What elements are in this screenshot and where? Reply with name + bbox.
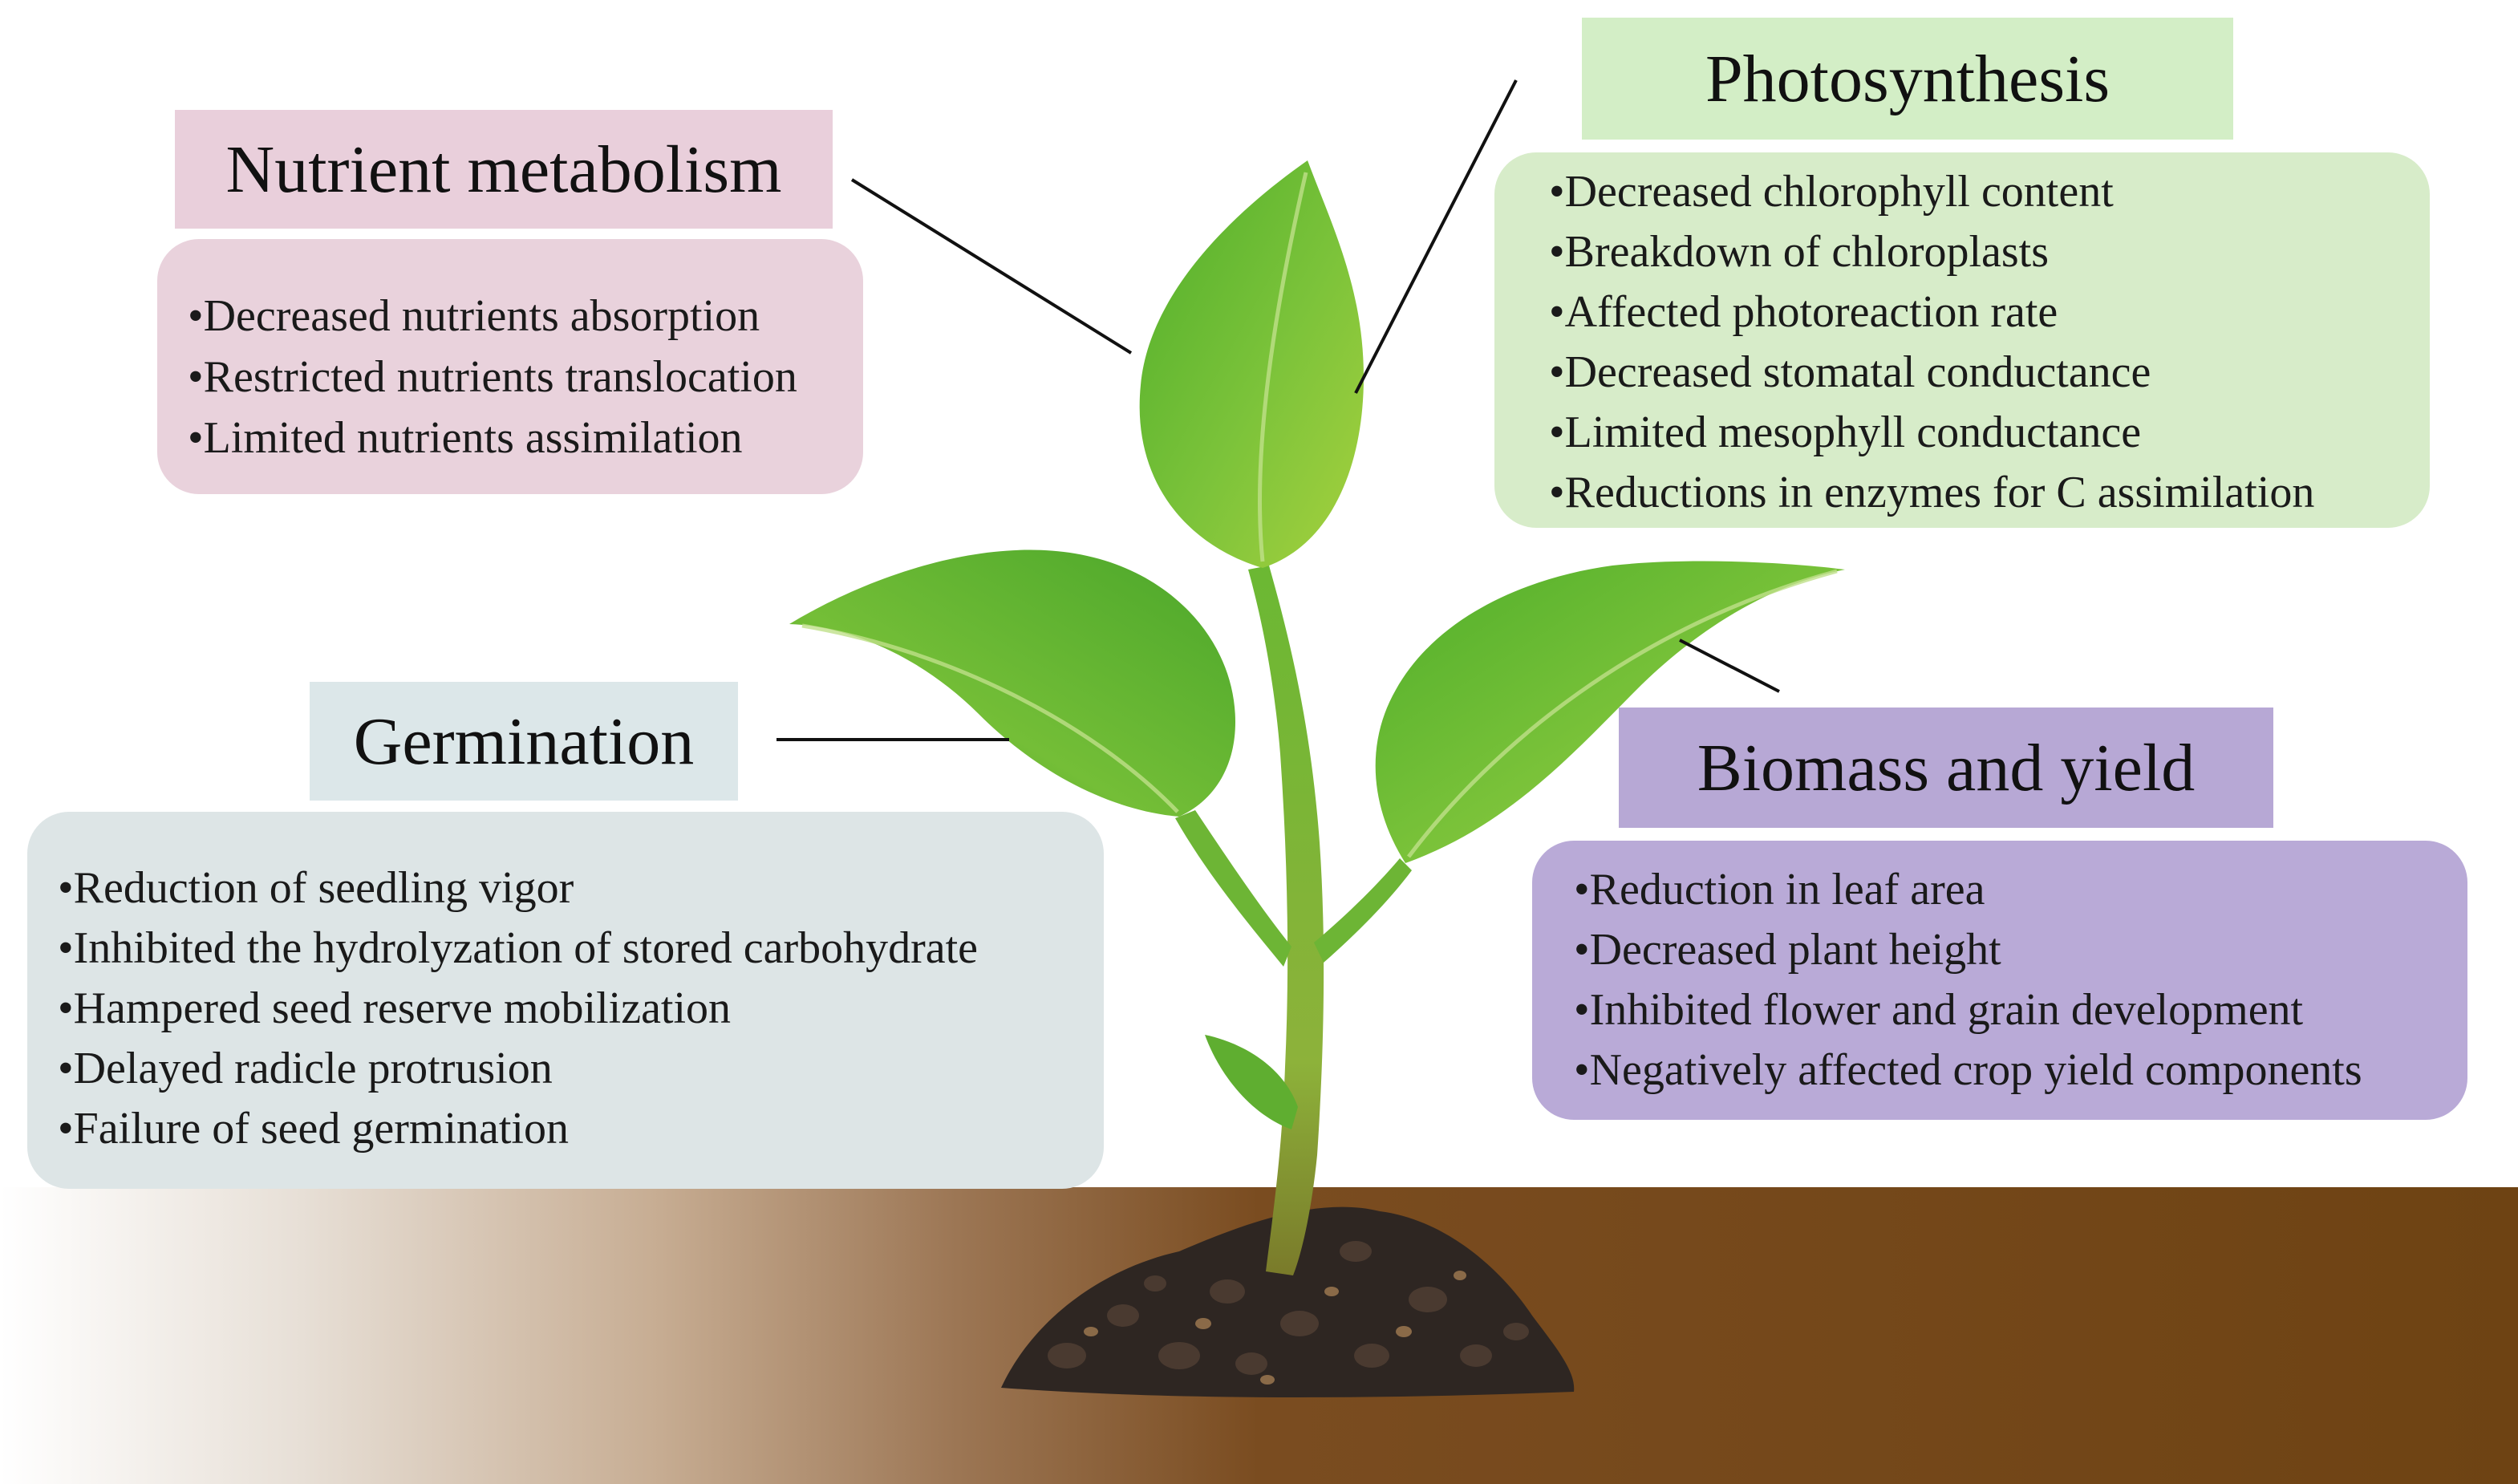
connector-biomass	[1679, 639, 1780, 693]
list-item: Breakdown of chloroplasts	[1549, 222, 2430, 282]
nutrient-metabolism-box: Decreased nutrients absorption Restricte…	[157, 239, 863, 494]
germination-title-text: Germination	[353, 703, 695, 779]
photosynthesis-list: Decreased chlorophyll content Breakdown …	[1549, 162, 2430, 523]
list-item: Inhibited the hydrolyzation of stored ca…	[58, 918, 1104, 979]
list-item: Decreased chlorophyll content	[1549, 162, 2430, 222]
soil-mound	[1001, 1206, 1575, 1397]
top-leaf	[1139, 160, 1364, 568]
photosynthesis-title: Photosynthesis	[1582, 18, 2233, 140]
germination-list: Reduction of seedling vigor Inhibited th…	[58, 858, 1104, 1159]
top-leaf-vein	[1257, 172, 1308, 562]
biomass-yield-box: Reduction in leaf area Decreased plant h…	[1532, 841, 2467, 1120]
list-item: Delayed radicle protrusion	[58, 1039, 1104, 1099]
list-item: Affected photoreaction rate	[1549, 282, 2430, 343]
list-item: Limited mesophyll conductance	[1549, 403, 2430, 463]
photosynthesis-box: Decreased chlorophyll content Breakdown …	[1494, 152, 2430, 528]
list-item: Negatively affected crop yield component…	[1574, 1040, 2467, 1101]
connector-nutrient	[850, 178, 1133, 355]
list-item: Failure of seed germination	[58, 1099, 1104, 1159]
list-item: Decreased plant height	[1574, 920, 2467, 980]
biomass-yield-list: Reduction in leaf area Decreased plant h…	[1574, 860, 2467, 1101]
small-leaf	[1205, 1035, 1298, 1129]
left-leaf	[789, 549, 1235, 817]
right-branch	[1314, 858, 1412, 963]
germination-title: Germination	[310, 682, 738, 801]
photosynthesis-title-text: Photosynthesis	[1705, 41, 2110, 116]
biomass-yield-title: Biomass and yield	[1619, 708, 2273, 828]
list-item: Reduction of seedling vigor	[58, 858, 1104, 918]
nutrient-metabolism-list: Decreased nutrients absorption Restricte…	[188, 286, 863, 468]
list-item: Reductions in enzymes for C assimilation	[1549, 463, 2430, 523]
list-item: Inhibited flower and grain development	[1574, 980, 2467, 1040]
biomass-yield-title-text: Biomass and yield	[1697, 730, 2196, 805]
left-leaf-vein	[801, 623, 1179, 813]
connector-photosynthesis	[1354, 79, 1518, 394]
germination-box: Reduction of seedling vigor Inhibited th…	[27, 812, 1104, 1189]
list-item: Restricted nutrients translocation	[188, 347, 863, 407]
nutrient-metabolism-title-text: Nutrient metabolism	[225, 132, 782, 207]
list-item: Hampered seed reserve mobilization	[58, 979, 1104, 1039]
list-item: Decreased nutrients absorption	[188, 286, 863, 347]
soil-highlights	[1084, 1271, 1466, 1385]
plant-stem	[1248, 566, 1324, 1275]
nutrient-metabolism-title: Nutrient metabolism	[175, 110, 833, 229]
left-branch	[1175, 810, 1291, 967]
right-leaf-vein	[1407, 569, 1838, 858]
list-item: Decreased stomatal conductance	[1549, 343, 2430, 403]
list-item: Limited nutrients assimilation	[188, 407, 863, 468]
right-leaf	[1375, 561, 1845, 863]
list-item: Reduction in leaf area	[1574, 860, 2467, 920]
